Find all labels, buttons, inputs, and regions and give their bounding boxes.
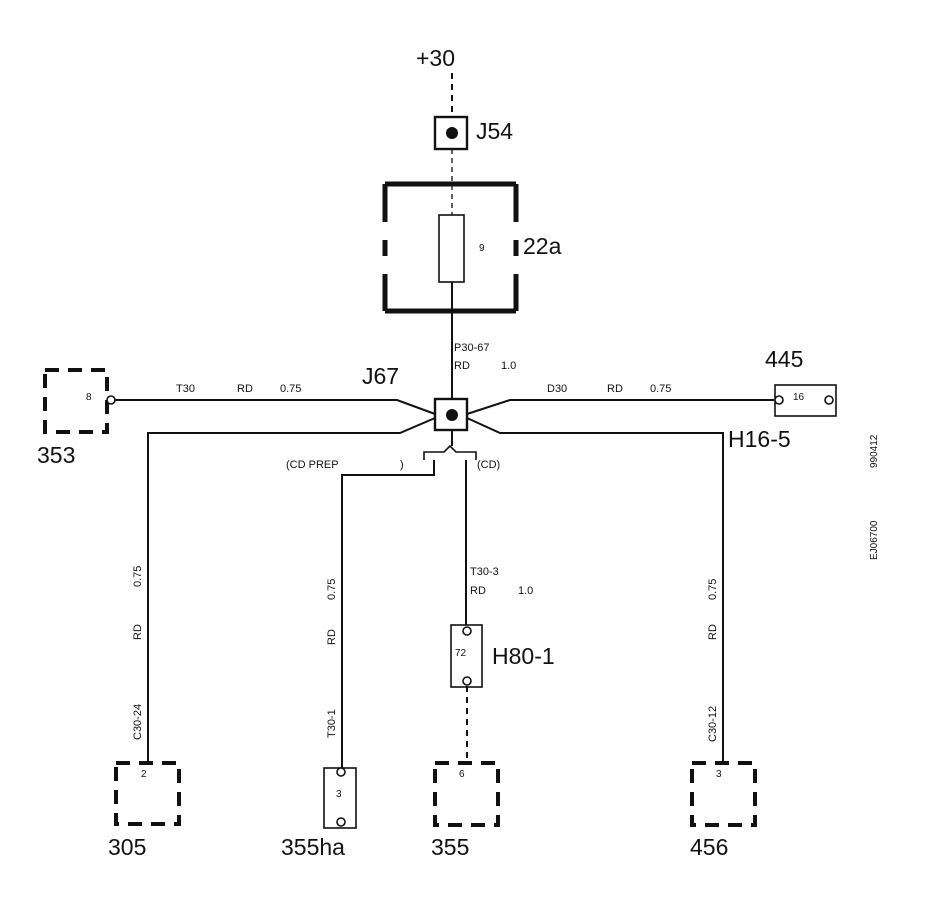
wire-t30-1-id-label: T30-1 [326, 709, 338, 738]
wire-d30-size: 0.75 [650, 383, 671, 395]
connector-355ha-terminal-bottom [336, 817, 346, 827]
wire-c30-24-id: C30-24 [132, 704, 144, 740]
wire-p30-67-id: P30-67 [454, 342, 489, 354]
wire-t30-3-color: RD [470, 585, 486, 597]
j54-label: J54 [476, 118, 513, 144]
variant-bracket [423, 444, 477, 460]
connector-456-box [690, 761, 757, 827]
connector-445-terminal-left [774, 395, 784, 405]
side-code-a-group: 990412 [869, 434, 880, 468]
fuse-box-sides [382, 184, 519, 311]
connector-355-label: 355 [431, 834, 469, 860]
variant-cd-prep-close: ) [400, 459, 404, 471]
connector-456-pin: 3 [716, 769, 722, 780]
side-code-a: 990412 [869, 434, 880, 468]
wire-t30-1-size: 0.75 [326, 579, 338, 600]
wire-t30-1-color: RD [326, 629, 338, 645]
wire-t30-1-id: T30-1 [326, 709, 338, 738]
h80-terminal-top [462, 626, 472, 636]
connector-305-pin: 2 [141, 769, 147, 780]
wire-t30-1 [341, 460, 435, 768]
j67-junction-dot [446, 409, 458, 421]
wire-t30-1-color-label: RD [326, 629, 338, 645]
connector-456-label: 456 [690, 834, 728, 860]
side-code-b: EJ06700 [869, 520, 880, 560]
wire-d30-color: RD [607, 383, 623, 395]
connector-353-box [43, 368, 109, 434]
h80-label: H80-1 [492, 643, 555, 669]
wire-d30 [466, 399, 774, 415]
connector-355-box [433, 761, 500, 827]
wire-p30-67-size: 1.0 [501, 360, 516, 372]
wire-t30-3-size: 1.0 [518, 585, 533, 597]
fuse-element [438, 214, 465, 283]
connector-305-label: 305 [108, 834, 146, 860]
wire-c30-24-color-label: RD [132, 624, 144, 640]
variant-cd-prep: (CD PREP [286, 459, 339, 471]
supply-label: +30 [416, 45, 455, 71]
wire-c30-24 [147, 417, 436, 762]
wire-c30-24-id-label: C30-24 [132, 704, 144, 740]
connector-445-terminal-right [824, 395, 834, 405]
connector-353-pin: 8 [86, 392, 92, 403]
wire-d30-id: D30 [547, 383, 567, 395]
connector-305-box [114, 761, 181, 826]
connector-353-terminal [106, 395, 116, 405]
j67-label: J67 [362, 363, 399, 389]
wire-c30-12 [466, 417, 724, 762]
connector-355ha-terminal-top [336, 767, 346, 777]
wire-t30-id: T30 [176, 383, 195, 395]
connector-355ha-label: 355ha [281, 834, 345, 860]
wire-c30-12-id: C30-12 [707, 706, 719, 742]
connector-355ha-pin: 3 [336, 789, 342, 800]
wire-c30-12-size-label: 0.75 [707, 579, 719, 600]
wire-c30-12-color: RD [707, 624, 719, 640]
fuse-number: 9 [479, 243, 485, 254]
h80-terminal-bottom [462, 676, 472, 686]
connector-445-pin: 16 [793, 392, 805, 403]
j54-junction-dot [446, 127, 458, 139]
connector-353-label: 353 [37, 442, 75, 468]
wire-t30-1-size-label: 0.75 [326, 579, 338, 600]
wire-t30-3-id: T30-3 [470, 566, 499, 578]
side-code-b-group: EJ06700 [869, 520, 880, 560]
wire-c30-24-color: RD [132, 624, 144, 640]
wire-t30-size: 0.75 [280, 383, 301, 395]
wire-c30-12-id-label: C30-12 [707, 706, 719, 742]
wire-c30-24-size-label: 0.75 [132, 566, 144, 587]
wire-c30-24-size: 0.75 [132, 566, 144, 587]
h80-pin: 72 [455, 648, 467, 659]
fuse-box-label: 22a [523, 233, 562, 259]
variant-cd: (CD) [477, 459, 500, 471]
wire-c30-12-color-label: RD [707, 624, 719, 640]
wire-t30-color: RD [237, 383, 253, 395]
connector-355-pin: 6 [459, 769, 465, 780]
wire-t30 [115, 399, 436, 415]
wire-c30-12-size: 0.75 [707, 579, 719, 600]
h16-label: H16-5 [728, 426, 791, 452]
wire-p30-67-color: RD [454, 360, 470, 372]
fuse-box-frame [385, 181, 516, 314]
connector-445-label: 445 [765, 346, 803, 372]
